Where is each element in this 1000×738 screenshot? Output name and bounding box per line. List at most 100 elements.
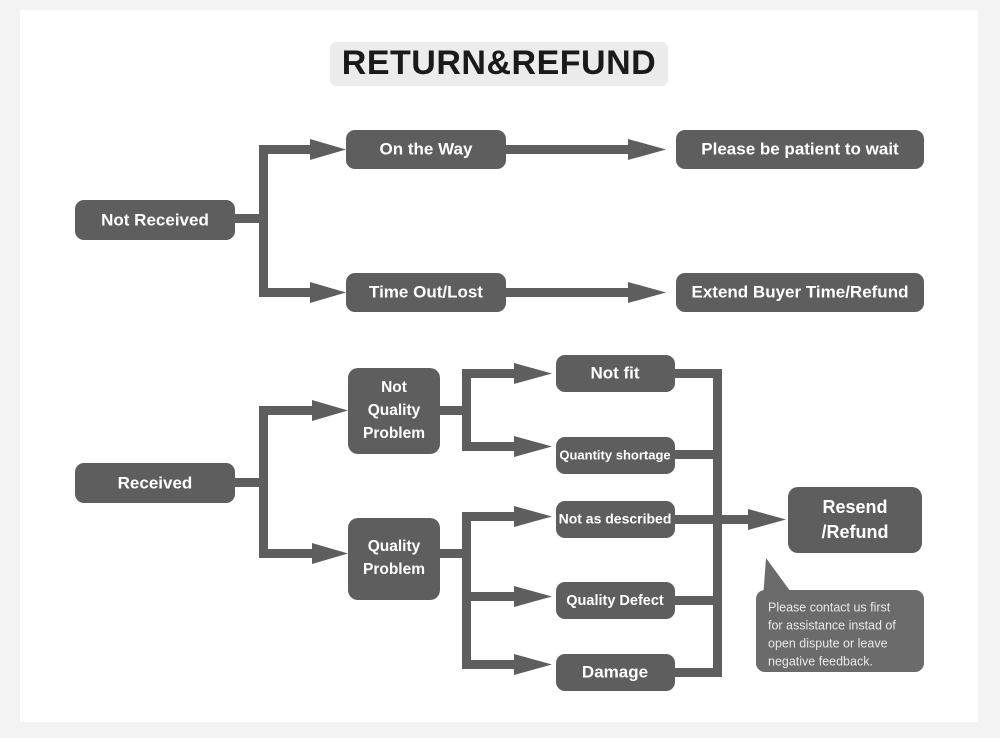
node-quality-defect[interactable]: Quality Defect <box>556 582 675 619</box>
node-not-quality-problem-label-1: Not <box>381 379 407 396</box>
bus-h-to-resend <box>713 515 758 524</box>
node-quality-problem-box <box>348 518 440 600</box>
node-please-wait-label: Please be patient to wait <box>701 139 899 158</box>
arrowhead-not-as-described <box>514 506 552 527</box>
node-time-out-lost[interactable]: Time Out/Lost <box>346 273 506 312</box>
node-time-out-lost-label: Time Out/Lost <box>369 282 483 301</box>
node-not-received[interactable]: Not Received <box>75 200 235 240</box>
node-quality-defect-label: Quality Defect <box>566 593 664 609</box>
arrowhead-damage <box>514 654 552 675</box>
arrowhead-time-out <box>310 282 346 303</box>
bus-branch-damage <box>672 668 722 677</box>
node-quality-problem-label-1: Quality <box>368 538 421 555</box>
connector-h-extend <box>506 288 636 297</box>
node-resend-refund-box <box>788 487 922 553</box>
connector-stub-not-received <box>234 214 268 223</box>
node-quantity-shortage-box <box>556 437 675 474</box>
connector-on-the-way-to-wait <box>506 139 666 160</box>
connector-group-quality-children <box>440 506 552 675</box>
node-quality-defect-box <box>556 582 675 619</box>
node-on-the-way-label: On the Way <box>380 139 473 158</box>
connector-vertical-quality <box>462 512 471 669</box>
page-title: RETURN&REFUND <box>342 44 656 82</box>
node-not-quality-problem-label-2: Quality <box>368 402 421 419</box>
node-not-fit[interactable]: Not fit <box>556 355 675 392</box>
connector-h-damage <box>462 660 522 669</box>
connector-bus-to-resend <box>672 369 786 677</box>
connector-h-quality-defect <box>462 592 522 601</box>
arrowhead-on-the-way <box>310 139 346 160</box>
callout-line-3: open dispute or leave <box>768 636 888 650</box>
connector-group-not-received <box>234 139 346 303</box>
connector-h-not-as-described <box>462 512 522 521</box>
connector-vertical-not-received <box>259 145 268 297</box>
connector-stub-received <box>234 478 268 487</box>
node-time-out-lost-box <box>346 273 506 312</box>
bus-branch-not-fit <box>672 369 722 378</box>
connector-h-quantity-shortage <box>462 442 522 451</box>
node-resend-refund[interactable]: Resend /Refund <box>788 487 922 553</box>
connector-stub-not-quality <box>440 406 470 415</box>
connector-h-on-the-way <box>259 145 319 154</box>
connector-group-not-quality-children <box>440 363 552 457</box>
node-not-received-label: Not Received <box>101 210 209 229</box>
node-quantity-shortage[interactable]: Quantity shortage <box>556 437 675 474</box>
connector-time-out-to-extend <box>506 282 666 303</box>
diagram-title: RETURN&REFUND <box>330 42 668 86</box>
connector-vertical-received <box>259 406 268 558</box>
connector-h-wait <box>506 145 636 154</box>
node-not-quality-problem-box <box>348 368 440 454</box>
node-received-label: Received <box>118 473 193 492</box>
node-quantity-shortage-label: Quantity shortage <box>559 447 670 462</box>
arrowhead-not-quality <box>312 400 348 421</box>
node-damage-label: Damage <box>582 662 648 681</box>
connector-h-time-out <box>259 288 319 297</box>
title-background <box>330 42 668 86</box>
node-please-wait[interactable]: Please be patient to wait <box>676 130 924 169</box>
connector-stub-quality <box>440 549 470 558</box>
node-resend-refund-label-2: /Refund <box>822 522 889 542</box>
node-extend-buyer[interactable]: Extend Buyer Time/Refund <box>676 273 924 312</box>
callout-line-4: negative feedback. <box>768 654 873 668</box>
node-damage-box <box>556 654 675 691</box>
node-not-fit-label: Not fit <box>590 363 639 382</box>
bus-branch-not-as-described <box>672 515 722 524</box>
node-resend-refund-label-1: Resend <box>822 497 887 517</box>
bus-branch-quantity-shortage <box>672 450 722 459</box>
node-not-as-described-box <box>556 501 675 538</box>
node-please-wait-box <box>676 130 924 169</box>
node-not-quality-problem-label-3: Problem <box>363 425 425 442</box>
node-on-the-way[interactable]: On the Way <box>346 130 506 169</box>
node-not-received-box <box>75 200 235 240</box>
callout-note: Please contact us first for assistance i… <box>756 590 924 672</box>
node-received[interactable]: Received <box>75 463 235 503</box>
arrowhead-quantity-shortage <box>514 436 552 457</box>
connector-h-not-quality <box>259 406 321 415</box>
node-extend-buyer-box <box>676 273 924 312</box>
node-extend-buyer-label: Extend Buyer Time/Refund <box>692 282 909 301</box>
connector-h-quality <box>259 549 321 558</box>
node-quality-problem-label-2: Problem <box>363 561 425 578</box>
arrowhead-wait <box>628 139 666 160</box>
node-received-box <box>75 463 235 503</box>
connector-vertical-not-quality <box>462 369 471 451</box>
callout-box <box>756 590 924 672</box>
node-not-as-described-label: Not as described <box>559 511 672 527</box>
callout-line-2: for assistance instad of <box>768 618 896 632</box>
arrowhead-not-fit <box>514 363 552 384</box>
node-not-quality-problem[interactable]: Not Quality Problem <box>348 368 440 454</box>
arrowhead-quality-defect <box>514 586 552 607</box>
callout-line-1: Please contact us first <box>768 600 891 614</box>
node-quality-problem[interactable]: Quality Problem <box>348 518 440 600</box>
node-not-as-described[interactable]: Not as described <box>556 501 675 538</box>
node-on-the-way-box <box>346 130 506 169</box>
arrowhead-extend <box>628 282 666 303</box>
connector-group-received <box>234 400 348 564</box>
arrowhead-quality <box>312 543 348 564</box>
node-damage[interactable]: Damage <box>556 654 675 691</box>
connector-h-not-fit <box>462 369 522 378</box>
node-not-fit-box <box>556 355 675 392</box>
arrowhead-resend <box>748 509 786 530</box>
